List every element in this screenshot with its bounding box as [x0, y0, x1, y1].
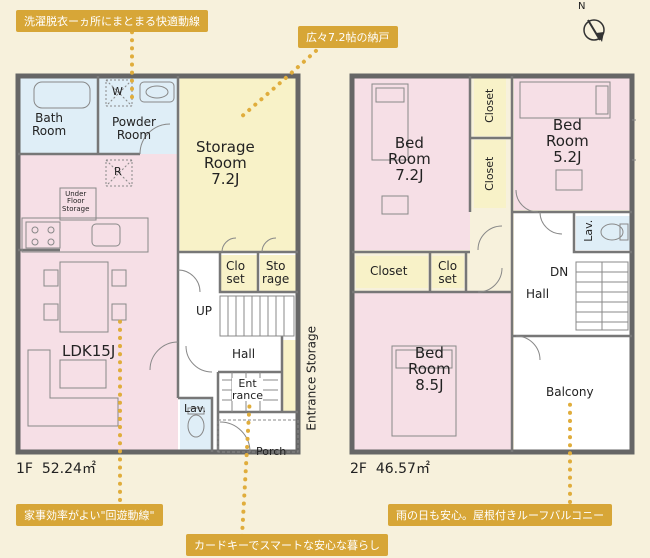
entrance-label: Ent rance	[232, 377, 264, 402]
closet1-fill	[220, 255, 258, 291]
lav1-fill	[180, 398, 212, 452]
balcony-label: Balcony	[546, 385, 594, 399]
bed3-label: Bed Room 8.5J	[408, 344, 451, 394]
under-floor-storage-label: Under Floor Storage	[62, 190, 90, 213]
closet-b-fill	[474, 140, 506, 208]
lav1-label: Lav.	[184, 402, 207, 415]
closet-a-fill	[474, 78, 506, 136]
circulation-callout: 家事効率がよい"回遊動線"	[16, 504, 163, 526]
closet-d-fill	[432, 256, 464, 288]
compass-label: N	[578, 1, 586, 12]
balcony-callout: 雨の日も安心。屋根付きルーフバルコニー	[388, 504, 613, 526]
floor1-area-label: 1F 52.24㎡	[16, 461, 96, 477]
w-mark-label: W	[112, 85, 123, 98]
entrance-storage-fill	[282, 340, 298, 412]
bed2-label: Bed Room 5.2J	[546, 116, 589, 166]
bed3-fill	[352, 292, 512, 452]
powder-room-label: Powder Room	[112, 115, 156, 142]
storage-small-label: Sto rage	[262, 259, 290, 286]
storage-room-fill	[180, 76, 298, 252]
bed2-fill	[514, 76, 632, 210]
lav2-label: Lav.	[582, 219, 596, 242]
storage-size-callout: 広々7.2帖の納戸	[298, 26, 398, 48]
bed1-label: Bed Room 7.2J	[388, 134, 431, 184]
closet1-label: Clo set	[226, 259, 246, 286]
closet-b-label: Closet	[483, 156, 497, 191]
porch-label: Porch	[256, 445, 287, 458]
lav2-fill	[576, 216, 630, 250]
ldk-label: LDK15J	[62, 342, 116, 360]
compass-icon	[583, 19, 605, 42]
bath-room-fill	[18, 76, 98, 154]
floor1-plan	[15, 73, 301, 455]
card-key-callout: カードキーでスマートな安心な暮らし	[186, 534, 389, 556]
closet-c-fill	[356, 256, 428, 288]
closet-a-label: Closet	[483, 88, 497, 123]
closet-d-label: Clo set	[438, 259, 458, 286]
storage-room-label: Storage Room 7.2J	[196, 138, 255, 188]
hall2-label: Hall	[526, 287, 550, 301]
up-label: UP	[196, 304, 213, 318]
bath-room-label: Bath Room	[32, 111, 67, 138]
hall1-label: Hall	[232, 347, 256, 361]
powder-room-fill	[98, 76, 178, 154]
floor2-area-label: 2F 46.57㎡	[350, 461, 430, 477]
balcony-fill	[514, 336, 632, 452]
dn-label: DN	[550, 265, 569, 279]
closet-c-label: Closet	[370, 264, 408, 278]
floor2-plan	[349, 73, 636, 455]
storage-small-fill	[260, 255, 296, 291]
ldk-fill	[18, 154, 178, 452]
r-mark-label: R	[114, 165, 122, 178]
laundry-callout: 洗濯脱衣ーヵ所にまとまる快適動線	[16, 10, 208, 32]
entrance-storage-label: Entrance Storage	[304, 326, 319, 431]
